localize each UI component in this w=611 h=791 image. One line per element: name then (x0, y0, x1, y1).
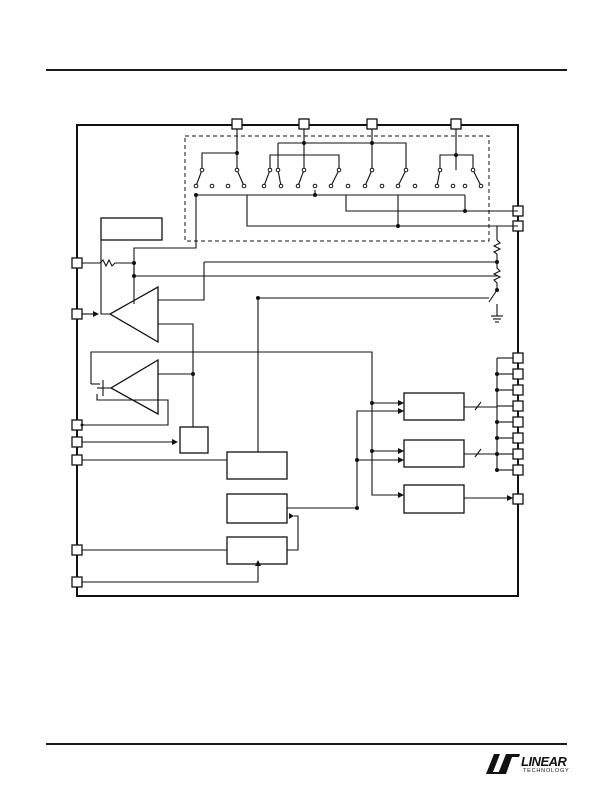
block-right-1 (403, 392, 465, 421)
pin-right-7 (512, 416, 524, 428)
block-center-1 (226, 451, 288, 480)
pin-right-11 (512, 493, 524, 505)
block-top-left (100, 217, 163, 241)
block-right-3 (403, 484, 465, 514)
block-small (179, 426, 209, 454)
amplifier-2 (109, 358, 159, 416)
pin-top-2 (298, 118, 310, 130)
bottom-rule (46, 743, 567, 745)
pin-right-8 (512, 432, 524, 444)
pin-top-3 (366, 118, 378, 130)
pin-left-2 (71, 308, 83, 320)
pin-right-4 (512, 368, 524, 380)
pin-top-1 (231, 118, 243, 130)
pin-right-9 (512, 448, 524, 460)
top-rule (46, 69, 567, 71)
pin-right-3 (512, 352, 524, 364)
block-right-2 (403, 439, 465, 468)
switch-array-boundary (184, 135, 490, 242)
linear-logo-icon (486, 754, 520, 774)
pin-left-1 (71, 257, 83, 269)
logo-subtitle: TECHNOLOGY (523, 768, 570, 774)
pin-left-6 (71, 544, 83, 556)
pin-right-6 (512, 400, 524, 412)
pin-left-5 (71, 454, 83, 466)
pin-top-4 (450, 118, 462, 130)
pin-left-7 (71, 576, 83, 588)
block-center-2 (226, 493, 288, 524)
pin-left-4 (71, 436, 83, 448)
pin-right-5 (512, 384, 524, 396)
block-center-3 (226, 536, 288, 565)
pin-right-10 (512, 464, 524, 476)
logo-wordmark: LINEAR (521, 754, 567, 769)
